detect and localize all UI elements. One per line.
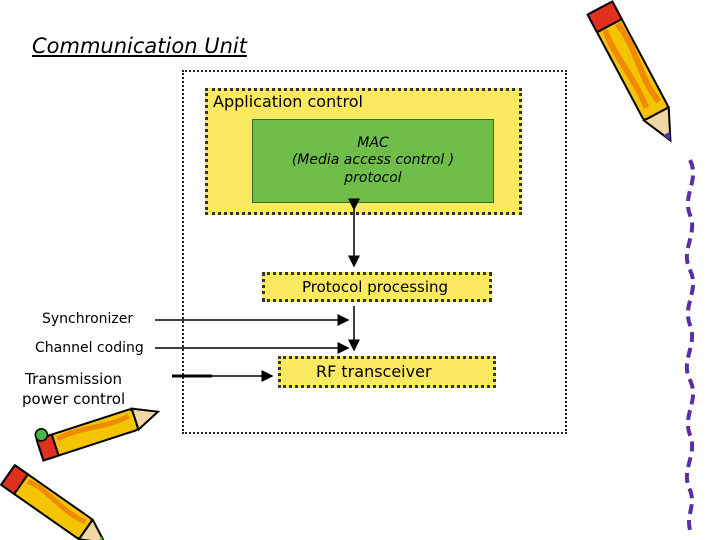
- application-control-label: Application control: [213, 92, 363, 111]
- protocol-processing-block: [262, 272, 492, 302]
- protocol-processing-label: Protocol processing: [302, 278, 449, 296]
- squiggle-decoration: [684, 159, 696, 531]
- mac-protocol-block: MAC (Media access control ) protocol: [252, 119, 494, 203]
- mac-label-line1: MAC: [357, 134, 389, 151]
- pencil-icon: [0, 463, 107, 540]
- channel-coding-label: Channel coding: [35, 340, 144, 356]
- rf-transceiver-block: [278, 356, 496, 388]
- transmission-label-line1: Transmission: [25, 370, 123, 388]
- diagram-title: Communication Unit: [32, 34, 247, 58]
- communication-unit-boundary: [182, 70, 567, 434]
- transmission-label-line2: power control: [22, 390, 126, 409]
- mac-label-line3: protocol: [344, 169, 402, 186]
- transmission-power-control-label: Transmission power control: [22, 369, 125, 410]
- rf-transceiver-label: RF transceiver: [316, 362, 432, 381]
- pencil-icon: [34, 407, 161, 462]
- mac-label-line2: (Media access control ): [291, 152, 455, 169]
- synchronizer-label: Synchronizer: [42, 311, 134, 327]
- pencil-icon: [586, 0, 672, 143]
